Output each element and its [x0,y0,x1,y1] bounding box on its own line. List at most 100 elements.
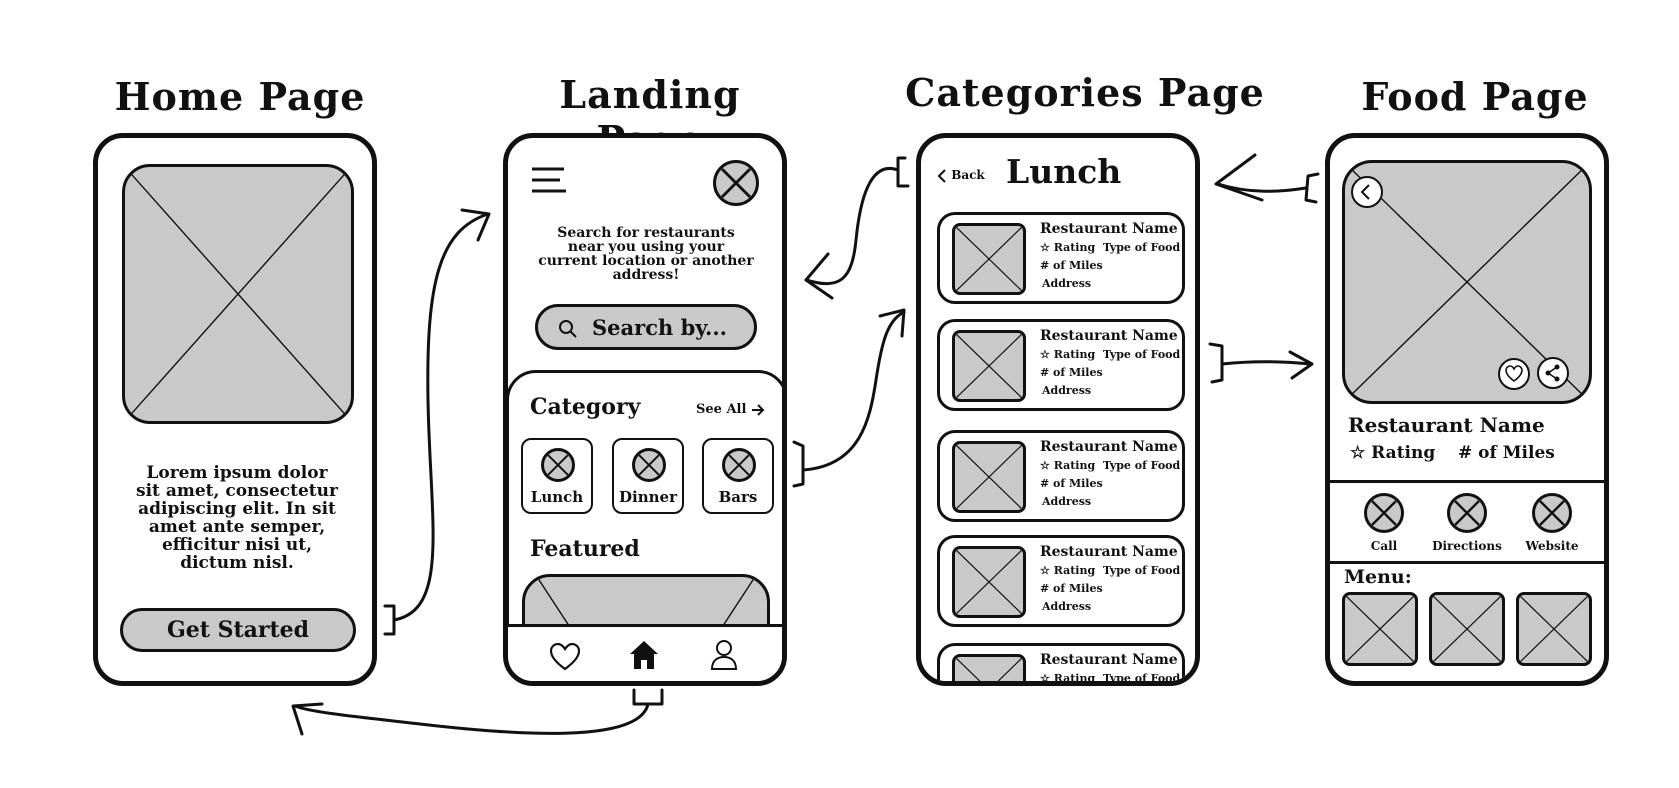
category-heading: Category [530,394,641,420]
food-type: Type of Food [1102,348,1181,361]
restaurant-address: Address [1042,495,1092,508]
restaurant-address: Address [1042,277,1092,290]
restaurant-name: Restaurant Name [1040,544,1178,560]
arrow-categories-to-landing [896,156,910,188]
rating: ☆ Rating [1040,241,1096,254]
category-label: Bars [718,488,758,506]
action-row: Call Directions Website [1330,480,1604,564]
search-icon [559,320,577,338]
category-card-bars[interactable]: Bars [702,438,774,514]
restaurant-miles: # of Miles [1040,366,1103,379]
arrow-food-to-categories [1304,172,1320,204]
favorite-heart-icon[interactable] [1498,358,1530,390]
category-card-lunch[interactable]: Lunch [521,438,593,514]
arrow-food-to-categories-head [1214,153,1264,202]
home-body-text: Lorem ipsum dolor sit amet, consectetur … [136,463,338,573]
website-action[interactable]: Website [1502,493,1602,553]
get-started-button[interactable]: Get Started [120,608,356,652]
restaurant-card[interactable]: Restaurant Name ☆ Rating Type of Food [937,643,1185,685]
food-type: Type of Food [1102,564,1181,577]
restaurant-name: Restaurant Name [1040,221,1178,237]
arrow-categories-to-food-line [1220,360,1312,366]
arrow-home-to-landing-head [460,208,491,242]
restaurant-image-placeholder [952,223,1026,295]
restaurant-miles: # of Miles [1040,582,1103,595]
directions-icon [1447,493,1487,533]
chevron-left-icon [937,168,946,183]
arrow-landing-to-home [632,688,664,706]
restaurant-card[interactable]: Restaurant Name ☆ Rating Type of Food # … [937,319,1185,411]
restaurant-rating-type: ☆ Rating Type of Food [1040,564,1180,577]
arrow-categories-to-landing-curve [804,166,900,286]
arrow-landing-to-categories-curve [801,310,906,472]
food-type: Type of Food [1102,241,1181,254]
food-page-title: Food Page [1361,74,1589,119]
menu-item-placeholder[interactable] [1429,592,1505,666]
home-icon[interactable] [628,639,660,671]
category-title: Lunch [1006,152,1122,191]
see-all-link[interactable]: See All [696,402,765,417]
arrow-home-to-landing-curve [392,212,490,622]
restaurant-image-placeholder [952,654,1026,681]
menu-heading: Menu: [1344,566,1412,588]
restaurant-card[interactable]: Restaurant Name ☆ Rating Type of Food # … [937,535,1185,627]
arrow-landing-to-categories-head [878,308,906,338]
arrow-categories-to-food [1208,342,1224,384]
restaurant-card[interactable]: Restaurant Name ☆ Rating Type of Food # … [937,430,1185,522]
back-label: Back [951,168,985,182]
food-page-phone: Restaurant Name ☆ Rating # of Miles Call… [1325,133,1609,686]
restaurant-address: Address [1042,384,1092,397]
restaurant-name: Restaurant Name [1040,652,1178,668]
food-miles: # of Miles [1458,443,1555,463]
restaurant-rating-type: ☆ Rating Type of Food [1040,459,1180,472]
menu-item-placeholder[interactable] [1342,592,1418,666]
restaurant-card[interactable]: Restaurant Name ☆ Rating Type of Food # … [937,212,1185,304]
user-profile-icon[interactable] [710,639,738,671]
restaurant-address: Address [1042,600,1092,613]
arrow-landing-to-home-head [291,702,324,736]
category-label: Dinner [619,488,677,506]
bars-icon [722,448,756,482]
category-panel [508,370,782,681]
restaurant-rating-type: ☆ Rating Type of Food [1040,672,1181,685]
categories-page-title: Categories Page [905,70,1265,115]
restaurant-name: Restaurant Name [1040,328,1178,344]
food-rating: ☆ Rating [1350,443,1436,463]
restaurant-rating-type: ☆ Rating Type of Food [1040,348,1180,361]
arrow-right-icon [751,403,765,416]
restaurant-image-placeholder [952,546,1026,618]
profile-avatar-icon[interactable] [713,160,759,206]
lunch-icon [541,448,575,482]
rating: ☆ Rating [1040,459,1096,472]
hamburger-menu-icon[interactable] [530,166,568,196]
restaurant-miles: # of Miles [1040,477,1103,490]
see-all-label: See All [696,402,747,417]
search-bar[interactable]: Search by... [535,304,757,350]
food-type: Type of Food [1102,672,1181,685]
landing-intro-text: Search for restaurants near you using yo… [538,225,754,283]
category-card-dinner[interactable]: Dinner [612,438,684,514]
rating: ☆ Rating [1040,348,1096,361]
menu-item-placeholder[interactable] [1516,592,1592,666]
menu-section: Menu: [1330,562,1604,681]
rating: ☆ Rating [1040,564,1096,577]
directions-action[interactable]: Directions [1417,493,1517,553]
action-label: Website [1525,539,1579,553]
dinner-icon [632,448,666,482]
search-placeholder: Search by... [592,315,727,340]
arrow-categories-to-landing-head [804,252,834,300]
back-circle-icon[interactable] [1351,176,1383,208]
featured-heading: Featured [530,536,640,562]
action-label: Directions [1432,539,1502,553]
food-type: Type of Food [1102,459,1181,472]
favorites-heart-icon[interactable] [550,643,580,671]
share-icon[interactable] [1537,357,1569,389]
back-button[interactable]: Back [937,168,985,183]
call-action[interactable]: Call [1334,493,1434,553]
arrow-categories-to-food-head [1288,350,1314,380]
restaurant-rating-type: ☆ Rating Type of Food [1040,241,1180,254]
category-label: Lunch [530,488,584,506]
call-icon [1364,493,1404,533]
home-page-title: Home Page [114,74,366,119]
